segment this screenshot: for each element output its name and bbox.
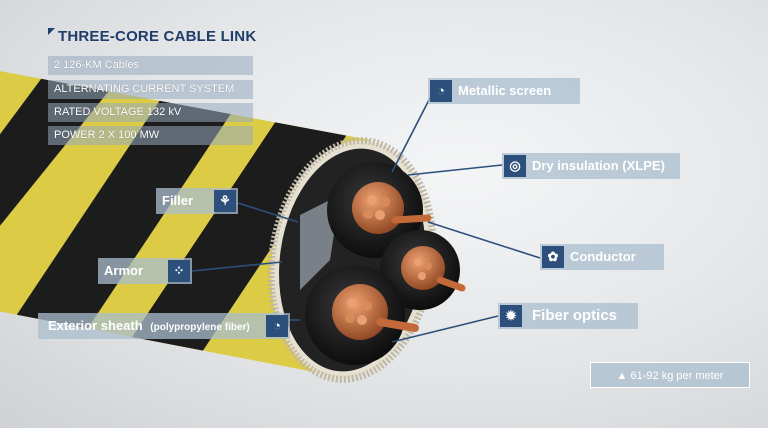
weight-icon: ▲ [616, 370, 628, 382]
label-conductor: ✿ Conductor [540, 244, 664, 270]
label-dry-insulation: ◎ Dry insulation (XLPE) [502, 153, 680, 179]
weight-text: 61-92 kg per meter [630, 370, 724, 382]
label-note: (polypropylene fiber) [150, 322, 250, 333]
filler-icon: ⚘ [214, 190, 236, 212]
label-filler: Filler ⚘ [156, 188, 238, 214]
core-top [327, 162, 432, 258]
label-armor: Armor ⁘ [98, 258, 192, 284]
spec-system: ALTERNATING CURRENT SYSTEM [48, 80, 253, 99]
leader-lines [191, 97, 541, 343]
metallic-screen-icon: ◔ [430, 80, 452, 102]
label-text: Exterior sheath [48, 318, 143, 333]
label-metallic-screen: ◔ Metallic screen [428, 78, 580, 104]
label-text: Fiber optics [532, 307, 618, 324]
spec-length: 2 126-KM Cables [48, 56, 253, 75]
insulation-ring-icon: ◎ [504, 155, 526, 177]
core-bottom [305, 265, 419, 365]
page-title: THREE-CORE CABLE LINK [48, 28, 256, 45]
spec-power: POWER 2 X 100 MW [48, 126, 253, 145]
label-text: Metallic screen [458, 83, 552, 98]
label-text: Conductor [570, 249, 636, 264]
label-fiber-optics: ✹ Fiber optics [498, 303, 638, 329]
label-exterior-sheath: Exterior sheath (polypropylene fiber) ◔ [38, 313, 290, 339]
label-text: Filler [162, 193, 194, 208]
title-text: THREE-CORE CABLE LINK [58, 28, 257, 45]
label-text: Dry insulation (XLPE) [532, 158, 665, 173]
conductor-strands-icon: ✿ [542, 246, 564, 268]
corner-mark-icon [48, 28, 55, 35]
label-text: Armor [104, 263, 144, 278]
spec-voltage: RATED VOLTAGE 132 kV [48, 103, 253, 122]
core-right [380, 230, 466, 310]
weight-badge: ▲ 61-92 kg per meter [590, 362, 750, 388]
sheath-ring-icon: ◔ [266, 315, 288, 337]
armor-beads-icon: ⁘ [168, 260, 190, 282]
fiber-optics-icon: ✹ [500, 305, 522, 327]
